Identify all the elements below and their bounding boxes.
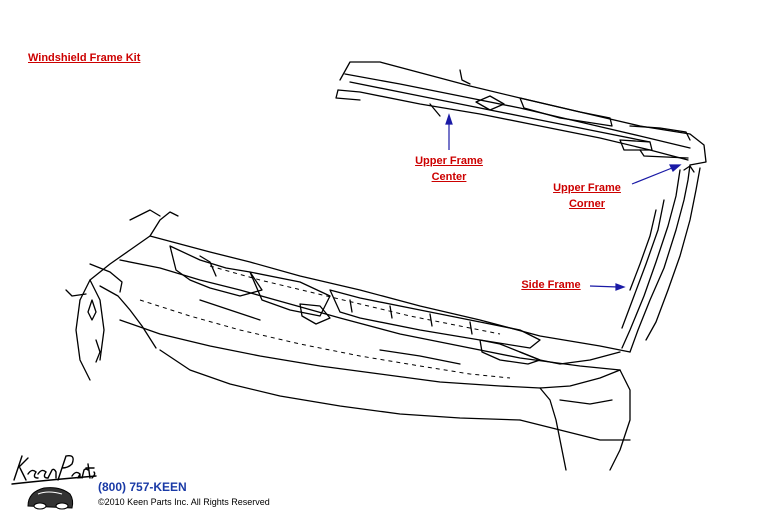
side-frame-arrow (589, 285, 619, 288)
upper-frame-corner-line2: Corner (568, 198, 606, 210)
upper-frame-corner-arrow (631, 167, 673, 185)
upper-frame-center-link[interactable]: Upper Frame Center (404, 153, 494, 185)
keen-parts-logo (11, 454, 97, 510)
upper-frame-corner-link[interactable]: Upper Frame Corner (544, 180, 630, 212)
side-frame-part (629, 164, 691, 353)
upper-frame-corner-line1: Upper Frame (553, 182, 621, 194)
phone-number: (800) 757-KEEN (98, 480, 187, 494)
windshield-frame-kit-link[interactable]: Windshield Frame Kit (28, 52, 141, 64)
side-frame-link[interactable]: Side Frame (521, 279, 581, 291)
upper-frame-center-line2: Center (431, 171, 467, 183)
upper-frame-center-line1: Upper Frame (415, 155, 483, 167)
copyright-text: ©2010 Keen Parts Inc. All Rights Reserve… (98, 497, 270, 507)
